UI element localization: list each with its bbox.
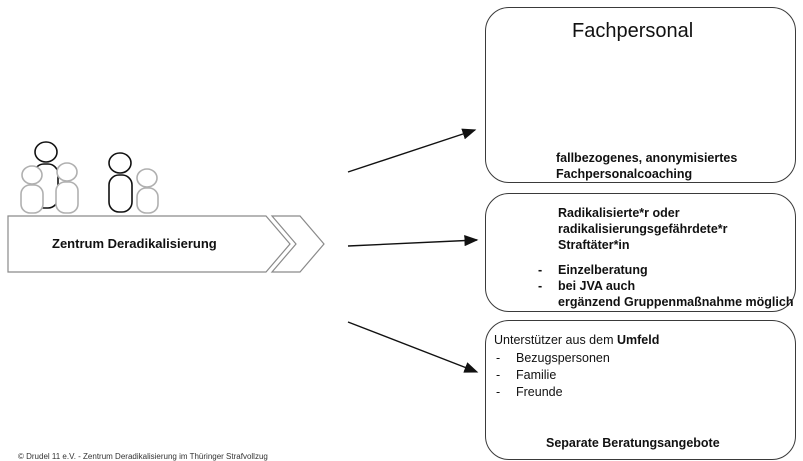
list-item: Freunde	[494, 384, 610, 401]
box-list: Bezugspersonen Familie Freunde	[494, 350, 610, 401]
center-label: Zentrum Deradikalisierung	[52, 236, 217, 251]
arrow-to-umfeld	[347, 321, 479, 373]
person-icon	[20, 165, 44, 214]
person-icon	[108, 152, 133, 213]
person-icon	[136, 168, 159, 214]
list-item: Einzelberatung	[536, 262, 793, 278]
arrow-to-fachpersonal	[347, 128, 477, 173]
box-title: Fachpersonal	[572, 20, 694, 42]
arrow-to-straftaeter	[347, 234, 479, 247]
box-caption: fallbezogenes, anonymisiertes Fachperson…	[556, 151, 738, 181]
box-heading: Radikalisierte*r oder radikalisierungsge…	[558, 206, 728, 252]
box-straftaeter: Radikalisierte*r oder radikalisierungsge…	[485, 193, 796, 312]
box-umfeld: Unterstützer aus dem Umfeld Bezugsperson…	[485, 320, 796, 460]
person-icon	[55, 162, 79, 214]
footer-copyright: © Drudel 11 e.V. - Zentrum Deradikalisie…	[18, 452, 268, 461]
center-chevron-band	[7, 215, 291, 273]
box-fachpersonal: Fachpersonal fallbezogenes, anonymisiert…	[485, 7, 796, 183]
box-heading: Unterstützer aus dem Umfeld	[494, 333, 660, 347]
list-item: Bezugspersonen	[494, 350, 610, 367]
group-figures-icon	[20, 141, 159, 214]
list-item: Familie	[494, 367, 610, 384]
box-caption: Separate Beratungsangebote	[546, 436, 720, 450]
chevron-arrow-icon	[270, 215, 325, 273]
list-item: bei JVA auch ergänzend Gruppenmaßnahme m…	[536, 278, 793, 310]
box-list: Einzelberatung bei JVA auch ergänzend Gr…	[536, 262, 793, 310]
